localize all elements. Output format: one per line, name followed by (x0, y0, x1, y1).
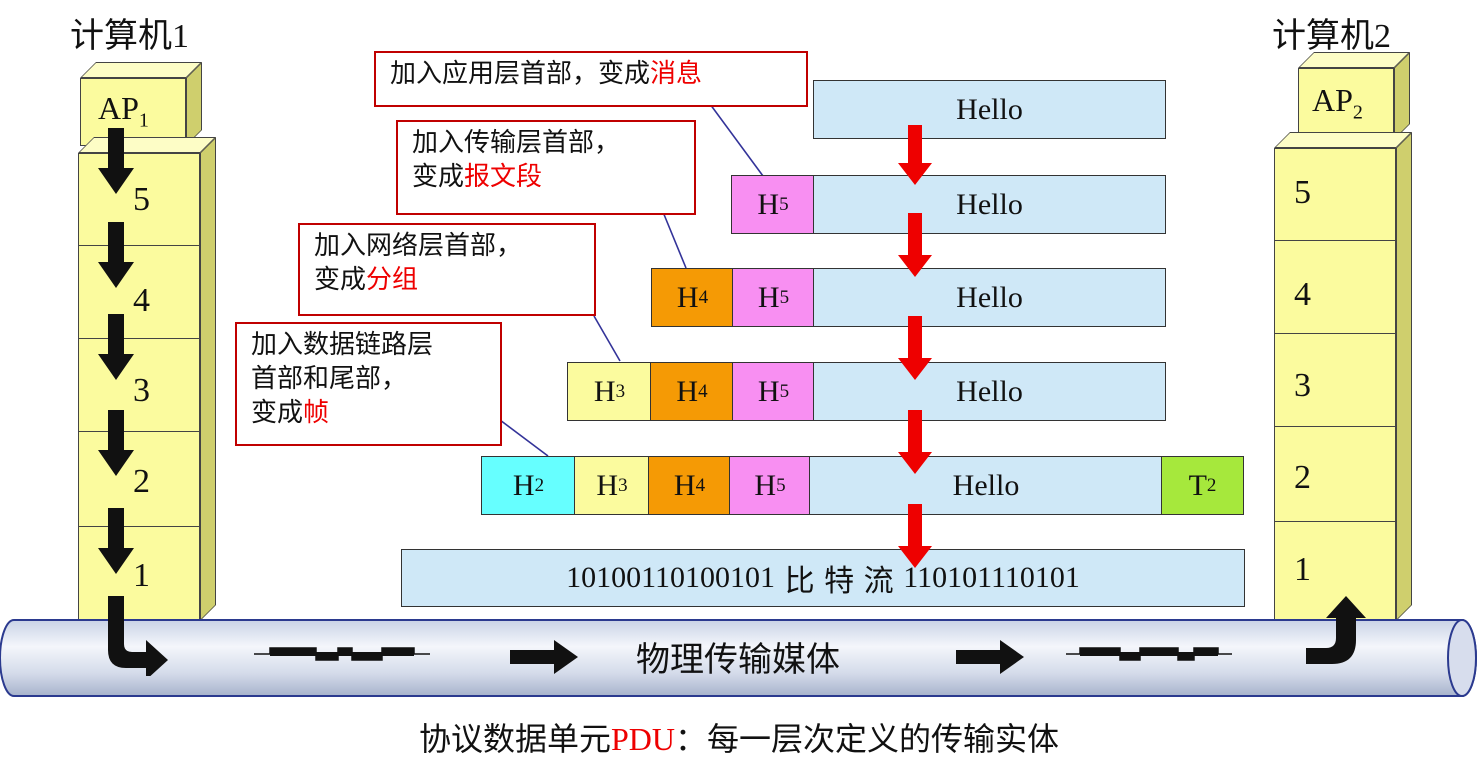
callout-frame: 加入数据链路层 首部和尾部， 变成帧 (235, 322, 502, 446)
medium-arrow-left (510, 640, 578, 674)
left-layer-3-label: 3 (133, 372, 150, 409)
right-layer-1 (1274, 521, 1396, 621)
left-bend-arrow (108, 596, 168, 676)
left-down-arrow-ap (98, 128, 134, 194)
right-computer-title: 计算机2 (1272, 16, 1391, 56)
right-layer-4 (1274, 240, 1396, 334)
left-down-arrow-2 (98, 508, 134, 574)
left-layer-4 (78, 245, 200, 339)
right-ap-label: AP2 (1312, 82, 1363, 124)
packet-data: Hello (813, 268, 1166, 327)
frame-data: Hello (809, 456, 1163, 515)
right-bend-arrow (1306, 596, 1366, 664)
left-layer-5-label: 5 (133, 181, 150, 218)
right-layer-2 (1274, 426, 1396, 522)
segment-data: Hello (813, 175, 1166, 234)
signal-wave-left (254, 647, 430, 661)
bitstream-label: 比 特 流 (784, 564, 894, 599)
bitstream-left-bits: 10100110100101 (566, 561, 776, 594)
left-layer-4-label: 4 (133, 282, 150, 319)
left-ap-label: AP1 (98, 90, 149, 132)
pdu-caption: 协议数据单元PDU：每一层次定义的传输实体 (418, 720, 1060, 758)
medium-label: 物理传输媒体 (636, 640, 840, 680)
callout-message: 加入应用层首部，变成消息 (374, 51, 808, 107)
left-layer-2-label: 2 (133, 463, 150, 500)
left-computer-title: 计算机1 (70, 16, 189, 56)
right-layer-2-label: 2 (1294, 459, 1311, 496)
message-data: Hello (813, 80, 1166, 139)
left-down-arrow-5 (98, 222, 134, 288)
left-layer-1-label: 1 (133, 557, 150, 594)
medium-arrow-right (956, 640, 1024, 674)
bitstream-right-bits: 110101110101 (903, 561, 1080, 594)
red-arrow-1 (898, 125, 932, 185)
right-layer-4-label: 4 (1294, 276, 1311, 313)
left-down-arrow-4 (98, 314, 134, 380)
left-down-arrow-3 (98, 410, 134, 476)
red-arrow-4 (898, 410, 932, 474)
left-layer-5 (78, 153, 200, 246)
red-arrow-3 (898, 316, 932, 380)
right-ap-box (1298, 68, 1394, 140)
signal-wave-right (1066, 647, 1232, 661)
left-layer-2 (78, 431, 200, 527)
red-arrow-2 (898, 213, 932, 277)
callout-segment: 加入传输层首部， 变成报文段 (396, 120, 696, 215)
physical-medium-pipe (0, 619, 1477, 697)
row4-data: Hello (813, 362, 1166, 421)
bitstream-bar: 10100110100101 比 特 流 110101110101 (401, 549, 1245, 607)
right-layer-3-label: 3 (1294, 367, 1311, 404)
right-layer-1-label: 1 (1294, 551, 1311, 588)
right-layer-3 (1274, 333, 1396, 427)
callout-packet: 加入网络层首部， 变成分组 (298, 223, 596, 316)
red-arrow-5 (898, 504, 932, 568)
right-layer-5 (1274, 148, 1396, 241)
right-layer-5-label: 5 (1294, 174, 1311, 211)
